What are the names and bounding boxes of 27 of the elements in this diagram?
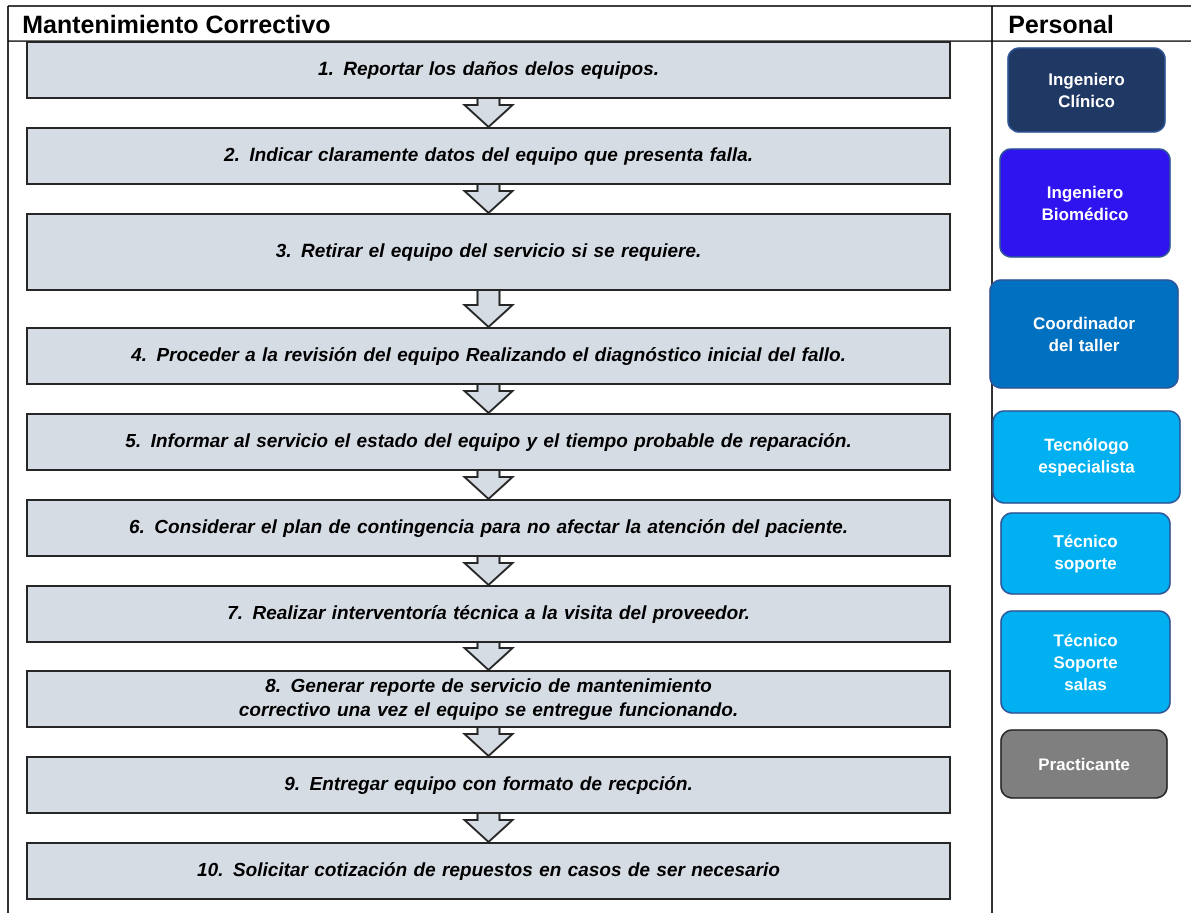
- column-heading: Personal: [1009, 14, 1113, 34]
- process-box: 9. Entregar equipo con formato de recpción.: [26, 756, 951, 814]
- process-box: 7. Realizar interventoría técnica a la visita del proveedor.: [26, 585, 951, 643]
- block-arrow: [461, 384, 516, 415]
- block-arrow: [461, 98, 516, 129]
- role-box: Practicante: [1000, 729, 1168, 799]
- block-arrow: [461, 727, 516, 758]
- process-box: 1. Reportar los daños delos equipos.: [26, 41, 951, 99]
- process-box: 6. Considerar el plan de contingencia para no afectar la atención del paciente.: [26, 499, 951, 557]
- process-box: 5. Informar al servicio el estado del equipo y el tiempo probable de reparación.: [26, 413, 951, 471]
- process-box: 10. Solicitar cotización de repuestos en casos de ser necesario: [26, 842, 951, 900]
- block-arrow: [461, 556, 516, 587]
- role-box: Ingeniero Clínico: [1007, 47, 1166, 133]
- block-arrow: [461, 813, 516, 844]
- role-box: Coordinador del taller: [989, 279, 1179, 389]
- process-box: 4. Proceder a la revisión del equipo Realizando el diagnóstico inicial del fallo.: [26, 327, 951, 385]
- role-box: Ingeniero Biomédico: [999, 148, 1171, 258]
- process-box: 2. Indicar claramente datos del equipo que presenta falla.: [26, 127, 951, 185]
- role-box: Técnico soporte: [1000, 512, 1171, 595]
- block-arrow: [461, 642, 516, 672]
- block-arrow: [461, 290, 516, 329]
- block-arrow: [461, 184, 516, 215]
- process-box: 8. Generar reporte de servicio de mantenimiento correctivo una vez el equipo se entregue funcionando.: [26, 670, 951, 728]
- role-box: Técnico Soporte salas: [1000, 610, 1171, 714]
- role-box: Tecnólogo especialista: [992, 410, 1181, 504]
- block-arrow: [461, 470, 516, 501]
- process-box: 3. Retirar el equipo del servicio si se requiere.: [26, 213, 951, 291]
